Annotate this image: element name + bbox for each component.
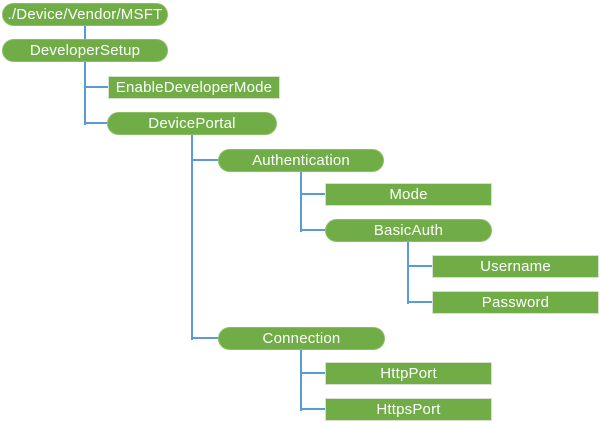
tree-node-httpsport: HttpsPort (325, 398, 492, 421)
connector-branch-connection (191, 337, 219, 339)
connector-branch-password (407, 301, 433, 303)
tree-node-mode: Mode (325, 183, 492, 206)
connector-branch-mode (300, 193, 326, 195)
connector-trunk-developersetup (84, 62, 86, 125)
tree-node-password: Password (432, 291, 599, 314)
tree-node-device-vendor-msft: ./Device/Vendor/MSFT (2, 3, 168, 26)
connector-trunk-connection (300, 350, 302, 411)
tree-node-httpport: HttpPort (325, 362, 492, 385)
connector-branch-basicauth (300, 229, 326, 231)
tree-node-deviceportal: DevicePortal (107, 112, 277, 135)
connector-branch-enabledevelopermode (84, 86, 109, 88)
connector-trunk-msft-root (84, 26, 86, 40)
connector-branch-deviceportal (84, 122, 108, 124)
connector-trunk-deviceportal (191, 135, 193, 340)
tree-node-basicauth: BasicAuth (325, 219, 492, 242)
connector-branch-authentication (191, 159, 219, 161)
connector-branch-username (407, 265, 433, 267)
connector-trunk-basicauth (407, 242, 409, 304)
connector-branch-httpport (300, 372, 326, 374)
tree-node-username: Username (432, 255, 599, 278)
connector-trunk-authentication (300, 172, 302, 232)
tree-node-connection: Connection (218, 327, 385, 350)
tree-node-enabledevelopermode: EnableDeveloperMode (108, 76, 280, 99)
tree-node-authentication: Authentication (218, 149, 384, 172)
connector-branch-httpsport (300, 408, 326, 410)
tree-node-developersetup: DeveloperSetup (2, 39, 168, 62)
